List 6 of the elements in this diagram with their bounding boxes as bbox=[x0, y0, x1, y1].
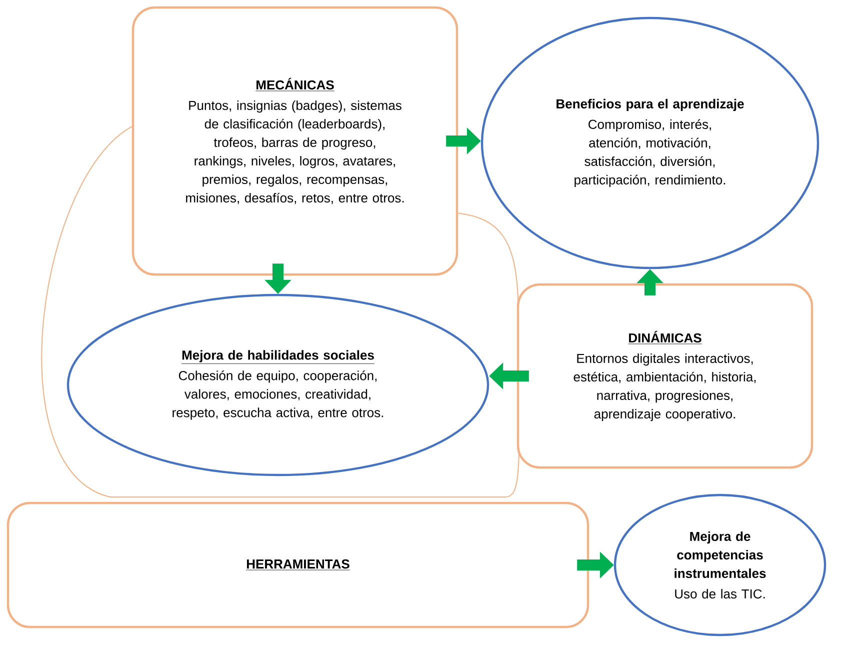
ellipse-node: Mejora de competencias instrumentales Uso de las TIC. bbox=[614, 494, 826, 636]
rounded-box: DINÁMICAS Entornos digitales interactivos, estética, ambientación, historia, narrativa, progresiones, aprendizaje cooperativo. bbox=[516, 283, 814, 469]
ellipse-node: Mejora de habilidades sociales Cohesión de equipo, cooperación, valores, emociones, creatividad, respeto, escucha activa, entre otros. bbox=[66, 294, 490, 476]
rounded-box: HERRAMIENTAS bbox=[6, 502, 590, 628]
ellipse-node: Beneficios para el aprendizaje Compromiso, interés, atención, motivación, satisfacción, diversión, participación, rendimiento. bbox=[480, 16, 820, 270]
rounded-box: MECÁNICAS Puntos, insignias (badges), sistemas de clasificación (leaderboards), trofeos, barras de progreso, rankings, niveles, logros, avatares, premios, regalos, recompensas, misiones, desafíos, retos, entre otros. bbox=[132, 6, 458, 276]
